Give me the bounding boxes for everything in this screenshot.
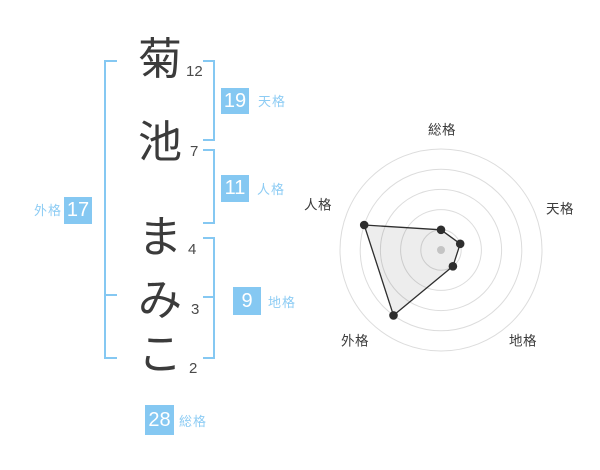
chikaku-bracket-tick-mid [203, 296, 215, 298]
gaikaku-badge: 17 [64, 197, 92, 224]
jinkaku-bracket-spine [213, 149, 215, 224]
name-char-1: 菊 [138, 35, 182, 84]
chikaku-bracket-tick-bottom [203, 357, 215, 359]
radar-axis-label: 人格 [304, 198, 332, 213]
name-char-4: み [138, 276, 182, 325]
radar-point [436, 225, 446, 235]
radar-point [389, 311, 398, 320]
gaikaku-bracket-spine [104, 60, 106, 359]
jinkaku-badge: 11 [221, 175, 249, 202]
stroke-count-4: 3 [191, 301, 200, 318]
tenkaku-badge: 19 [221, 88, 249, 114]
radar-ring [400, 209, 482, 291]
name-char-3: ま [138, 213, 182, 262]
radar-axis-label: 地格 [509, 334, 537, 349]
jinkaku-bracket-tick-bottom [203, 222, 215, 224]
name-char-2: 池 [138, 118, 182, 167]
jinkaku-bracket-tick-top [203, 149, 215, 151]
chikaku-badge: 9 [233, 287, 261, 315]
radar-point [455, 239, 465, 249]
gaikaku-bracket-tick-bottom [104, 357, 117, 359]
tenkaku-bracket-tick-bottom [203, 139, 215, 141]
soukaku-label: 総格 [179, 414, 208, 429]
radar-ring [379, 188, 503, 312]
radar-point [359, 220, 369, 230]
radar-axis-label: 総格 [428, 123, 456, 138]
stroke-count-1: 12 [186, 63, 203, 80]
radar-axis-label: 天格 [546, 202, 574, 217]
tenkaku-bracket-spine [213, 60, 215, 141]
gaikaku-bracket-tick-mid [104, 294, 117, 296]
tenkaku-bracket-tick-top [203, 60, 215, 62]
radar-center-dot [437, 246, 445, 254]
name-char-5: こ [138, 330, 182, 379]
radar-ring [359, 168, 523, 332]
stroke-count-2: 7 [190, 143, 199, 160]
stroke-count-3: 4 [188, 241, 197, 258]
radar-ring [339, 148, 543, 352]
radar-axis-label: 外格 [341, 334, 369, 349]
chikaku-label: 地格 [268, 295, 297, 310]
soukaku-badge: 28 [145, 405, 174, 435]
tenkaku-label: 天格 [258, 94, 287, 109]
stroke-count-5: 2 [189, 360, 198, 377]
radar-point [448, 262, 458, 271]
gaikaku-bracket-tick-top [104, 60, 117, 62]
jinkaku-label: 人格 [257, 182, 286, 197]
chikaku-bracket-tick-top [203, 237, 215, 239]
chikaku-bracket-spine [213, 237, 215, 359]
gaikaku-label: 外格 [34, 203, 63, 218]
